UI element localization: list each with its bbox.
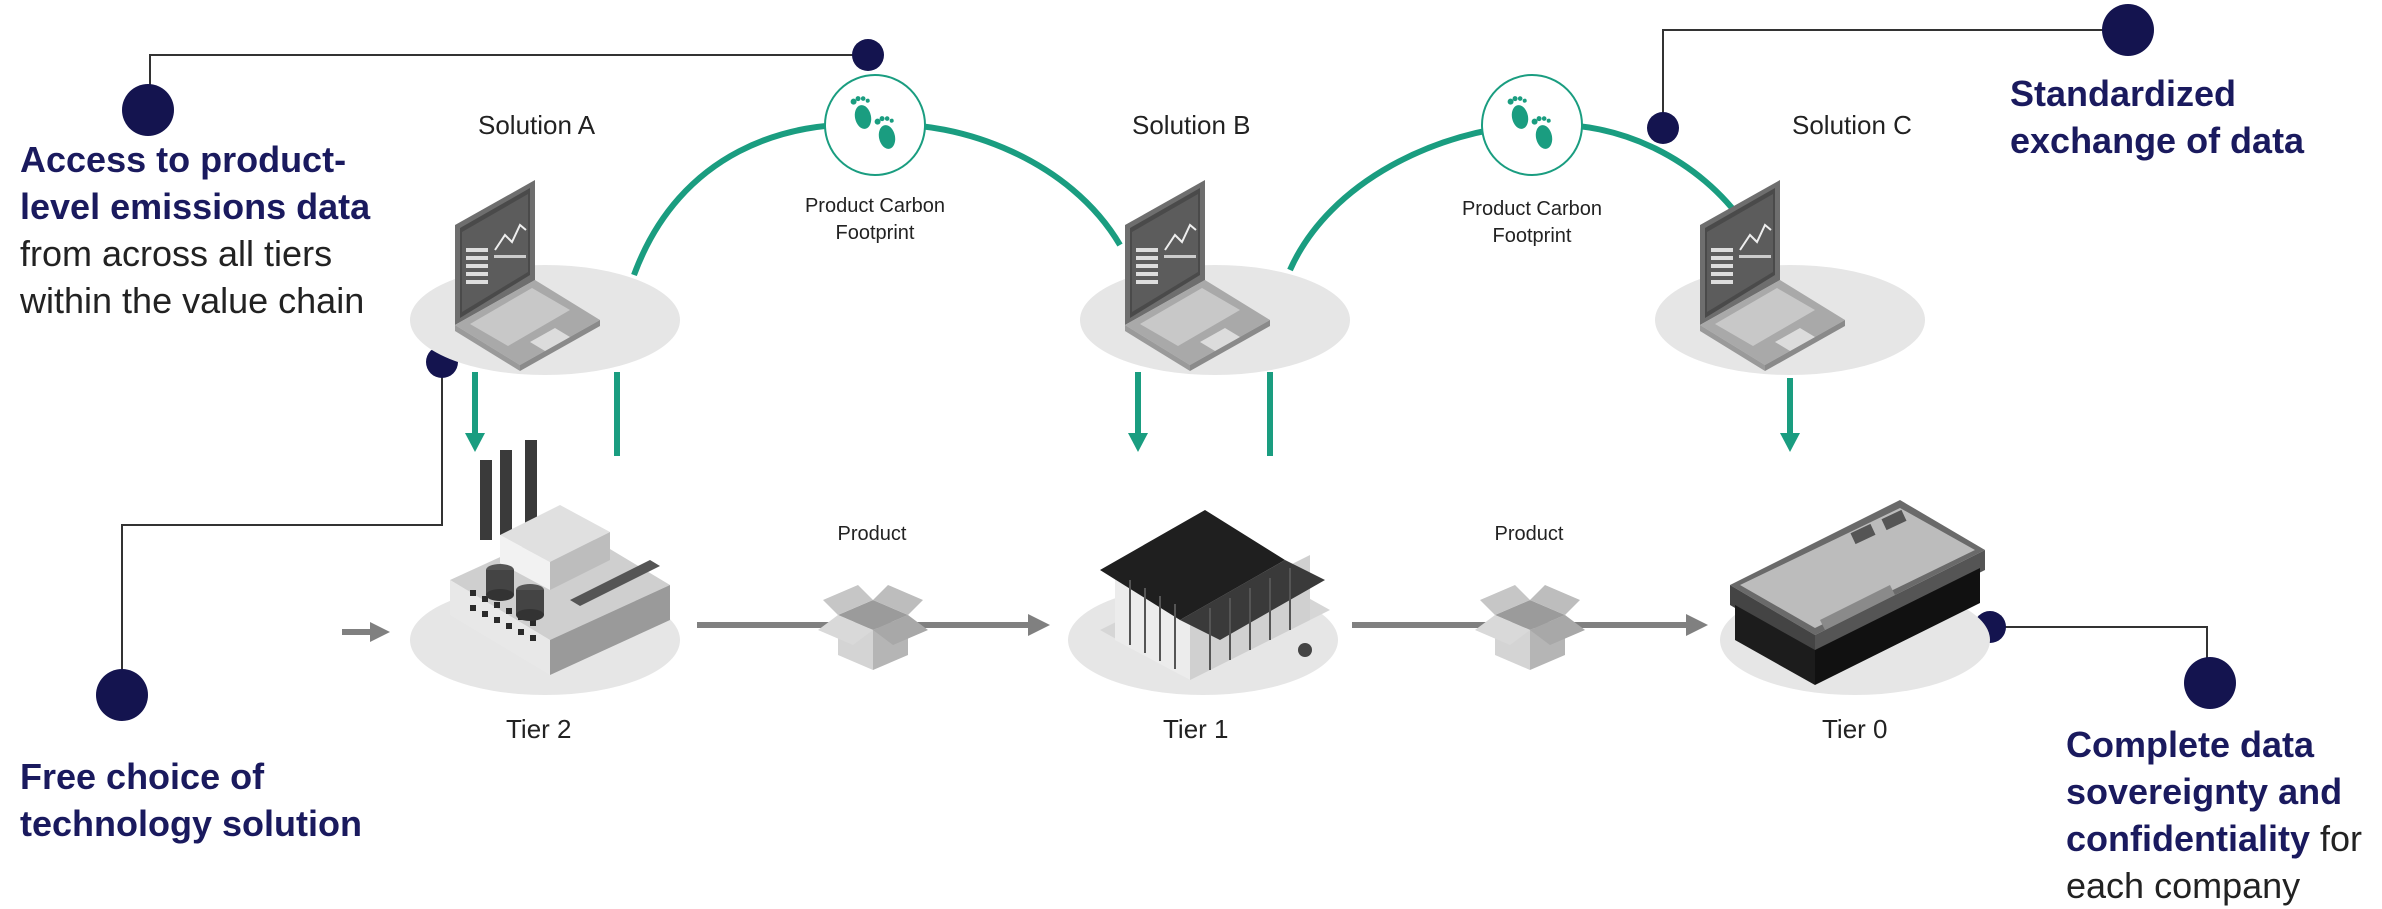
callout-access-line3: from across all tiers (20, 233, 333, 274)
callout-free-choice-line1: Free choice of (20, 756, 265, 797)
product-label-2: Product (1494, 523, 1564, 545)
callout-dots (96, 4, 2236, 721)
callout-sovereignty-line3-normal: for (2310, 818, 2363, 859)
callout-standardized-line1: Standardized (2010, 73, 2237, 114)
callout-sovereignty-line3-bold: confidentiality (2066, 818, 2311, 859)
solution-b-label: Solution B (1132, 110, 1251, 140)
box-icon (1475, 585, 1585, 670)
green-arrows (465, 372, 1800, 456)
callout-access-line4: within the value chain (20, 280, 365, 321)
callout-standardized: Standardized exchange of data (2010, 70, 2370, 164)
tier-2-label: Tier 2 (506, 714, 572, 744)
pcf-label-2: Product Carbon Footprint (1432, 196, 1632, 250)
callout-access: Access to product- level emissions data … (20, 136, 440, 324)
pcf-label-2-line2: Footprint (1492, 225, 1572, 247)
box-icon (818, 585, 928, 670)
tier-0-label: Tier 0 (1822, 714, 1888, 744)
warehouse-icon (1100, 510, 1330, 680)
callout-sovereignty-line2: sovereignty and (2066, 771, 2343, 812)
callout-free-choice: Free choice of technology solution (20, 753, 440, 847)
callout-access-line1: Access to product- (20, 139, 347, 180)
pcf-label-1-line1: Product Carbon (804, 195, 946, 217)
pcf-label-1-line2: Footprint (835, 222, 915, 244)
callout-sovereignty-line1: Complete data (2066, 724, 2315, 765)
factory-icon (450, 440, 670, 675)
solution-c-label: Solution C (1792, 110, 1912, 140)
pcf-label-1: Product Carbon Footprint (775, 193, 975, 247)
tier-1-label: Tier 1 (1163, 714, 1229, 744)
solution-a-label: Solution A (478, 110, 596, 140)
callout-access-line2: level emissions data (20, 186, 371, 227)
market-icon (1730, 500, 1985, 685)
footprint-icon (1481, 74, 1583, 176)
product-label-1: Product (837, 523, 907, 545)
callout-sovereignty: Complete data sovereignty and confidenti… (2066, 721, 2382, 909)
pcf-label-2-line1: Product Carbon (1461, 198, 1603, 220)
callout-standardized-line2: exchange of data (2010, 120, 2305, 161)
footprint-icon (824, 74, 926, 176)
callout-free-choice-line2: technology solution (20, 803, 362, 844)
callout-sovereignty-line4: each company (2066, 865, 2301, 906)
